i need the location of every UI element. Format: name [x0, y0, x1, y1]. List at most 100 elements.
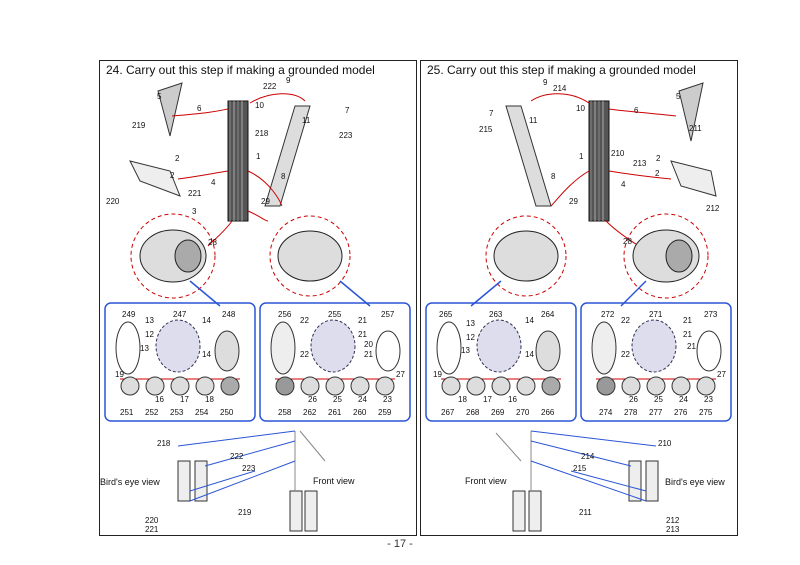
- svg-text:219: 219: [132, 121, 146, 130]
- svg-text:212: 212: [706, 204, 720, 213]
- svg-text:247: 247: [173, 310, 187, 319]
- svg-text:21: 21: [358, 316, 367, 325]
- svg-text:8: 8: [551, 172, 556, 181]
- svg-text:274: 274: [599, 408, 613, 417]
- svg-text:24: 24: [358, 395, 367, 404]
- svg-text:Front view: Front view: [465, 476, 507, 486]
- brace-part: [264, 105, 311, 207]
- svg-text:9: 9: [286, 76, 291, 85]
- svg-text:16: 16: [508, 395, 517, 404]
- svg-text:276: 276: [674, 408, 688, 417]
- svg-text:27: 27: [396, 370, 405, 379]
- svg-text:25: 25: [333, 395, 342, 404]
- svg-text:221: 221: [188, 189, 202, 198]
- svg-text:17: 17: [180, 395, 189, 404]
- svg-text:22: 22: [621, 316, 630, 325]
- svg-text:13: 13: [461, 346, 470, 355]
- box-a-content: 265 263 264 13 12 13 14 14 19 18 17 16 2…: [433, 310, 561, 417]
- step-24-callouts: 5 6 219 222 9 10 7 11 223 218 1 2 2 4 22…: [106, 76, 353, 247]
- svg-text:18: 18: [458, 395, 467, 404]
- svg-text:21: 21: [364, 350, 373, 359]
- svg-text:211: 211: [579, 508, 592, 517]
- svg-text:222: 222: [230, 452, 244, 461]
- svg-text:11: 11: [302, 116, 311, 125]
- box-b-content: 272 271 273 22 21 22 21 21 26 25 24 23 2…: [591, 310, 726, 417]
- step-24-box-a: [104, 302, 256, 422]
- svg-text:223: 223: [242, 464, 256, 473]
- step-25-diagram: 9 214 7 215 11 10 6 5 211 210 1 213 2 2 …: [425, 78, 732, 534]
- svg-text:273: 273: [704, 310, 718, 319]
- svg-text:2: 2: [655, 169, 660, 178]
- svg-text:2: 2: [170, 171, 175, 180]
- svg-text:271: 271: [649, 310, 663, 319]
- step-25-box-b: [580, 302, 732, 422]
- svg-text:19: 19: [115, 370, 124, 379]
- svg-text:9: 9: [543, 78, 548, 87]
- svg-text:223: 223: [339, 131, 353, 140]
- svg-text:11: 11: [529, 116, 538, 125]
- wheel-circle-right: [623, 213, 709, 299]
- svg-text:7: 7: [345, 106, 350, 115]
- step-24-title: 24. Carry out this step if making a grou…: [106, 63, 375, 77]
- svg-text:4: 4: [621, 180, 626, 189]
- svg-text:6: 6: [197, 104, 202, 113]
- svg-text:28: 28: [623, 237, 632, 246]
- svg-text:275: 275: [699, 408, 713, 417]
- svg-text:262: 262: [303, 408, 317, 417]
- svg-text:21: 21: [683, 330, 692, 339]
- svg-text:2: 2: [656, 154, 661, 163]
- svg-text:14: 14: [202, 316, 211, 325]
- svg-text:29: 29: [569, 197, 578, 206]
- svg-text:210: 210: [611, 149, 625, 158]
- svg-text:20: 20: [364, 340, 373, 349]
- step-25-box-a: [425, 302, 577, 422]
- svg-text:19: 19: [433, 370, 442, 379]
- svg-text:25: 25: [654, 395, 663, 404]
- svg-text:24: 24: [679, 395, 688, 404]
- svg-text:14: 14: [525, 316, 534, 325]
- svg-text:218: 218: [255, 129, 269, 138]
- wheel-right: [277, 230, 343, 282]
- wheel-circle-left: [130, 213, 216, 299]
- svg-text:270: 270: [516, 408, 530, 417]
- svg-text:8: 8: [281, 172, 286, 181]
- svg-text:5: 5: [676, 92, 681, 101]
- box-b-content: 256 255 257 22 21 22 21 20 21 27 26 25 2…: [270, 310, 405, 417]
- wheel-circle-left: [485, 215, 567, 297]
- svg-text:277: 277: [649, 408, 663, 417]
- svg-text:213: 213: [633, 159, 647, 168]
- svg-text:211: 211: [689, 124, 702, 133]
- svg-text:261: 261: [328, 408, 342, 417]
- svg-text:266: 266: [541, 408, 555, 417]
- page-number: - 17 -: [387, 538, 413, 550]
- svg-text:6: 6: [634, 106, 639, 115]
- svg-text:28: 28: [208, 238, 217, 247]
- step-24-panel: 24. Carry out this step if making a grou…: [99, 60, 417, 536]
- svg-text:253: 253: [170, 408, 184, 417]
- svg-text:220: 220: [145, 516, 159, 525]
- svg-text:272: 272: [601, 310, 615, 319]
- svg-text:278: 278: [624, 408, 638, 417]
- svg-text:29: 29: [261, 197, 270, 206]
- step-25-bottom-views: 210 214 215 211 212 213 Front view Bird'…: [465, 430, 725, 534]
- wheel-circle-right: [269, 215, 351, 297]
- part-5: [678, 82, 704, 142]
- svg-text:255: 255: [328, 310, 342, 319]
- svg-text:26: 26: [308, 395, 317, 404]
- svg-text:14: 14: [525, 350, 534, 359]
- svg-text:22: 22: [300, 350, 309, 359]
- svg-text:263: 263: [489, 310, 503, 319]
- svg-text:21: 21: [687, 342, 696, 351]
- svg-text:214: 214: [553, 84, 567, 93]
- step-24-box-b: [259, 302, 411, 422]
- svg-text:214: 214: [581, 452, 595, 461]
- svg-text:250: 250: [220, 408, 234, 417]
- svg-text:5: 5: [157, 92, 162, 101]
- svg-text:256: 256: [278, 310, 292, 319]
- svg-text:17: 17: [483, 395, 492, 404]
- step-25-panel: 25. Carry out this step if making a grou…: [420, 60, 738, 536]
- svg-text:218: 218: [157, 439, 171, 448]
- svg-text:27: 27: [717, 370, 726, 379]
- svg-text:21: 21: [683, 316, 692, 325]
- svg-text:7: 7: [489, 109, 494, 118]
